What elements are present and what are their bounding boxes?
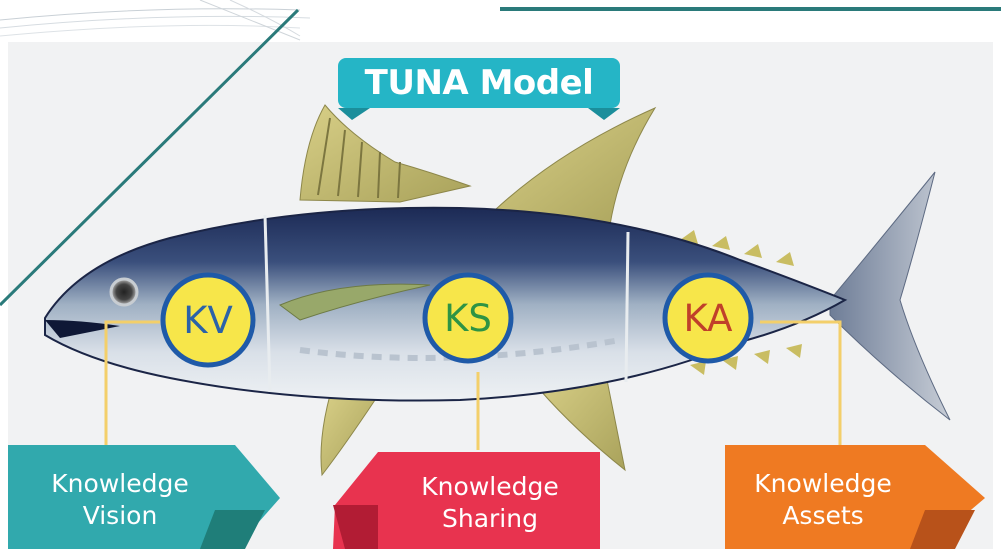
label-box-vision xyxy=(8,445,280,549)
label-sharing-line1: Knowledge xyxy=(421,472,559,502)
label-assets-line1: Knowledge xyxy=(754,469,892,499)
label-knowledge-vision: Knowledge Vision xyxy=(20,450,220,549)
badge-ks-label: KS xyxy=(444,296,492,340)
label-knowledge-assets: Knowledge Assets xyxy=(728,450,918,549)
title-banner xyxy=(338,58,620,120)
connector-lines xyxy=(104,320,842,450)
label-vision-line1: Knowledge xyxy=(51,469,189,499)
label-assets-line2: Assets xyxy=(782,500,864,530)
badge-kv-label: KV xyxy=(183,298,233,342)
badge-ka-label: KA xyxy=(683,296,733,340)
label-box-sharing xyxy=(333,452,600,549)
diagram-title: TUNA Model xyxy=(364,63,594,103)
badge-kv xyxy=(160,272,256,368)
label-vision-line2: Vision xyxy=(82,500,158,530)
label-sharing-line2: Sharing xyxy=(442,503,538,533)
badge-ka xyxy=(662,272,754,364)
label-knowledge-sharing: Knowledge Sharing xyxy=(385,456,595,549)
badge-ks xyxy=(422,272,514,364)
label-box-assets xyxy=(725,445,985,549)
diagonal-accent-line xyxy=(0,8,300,307)
